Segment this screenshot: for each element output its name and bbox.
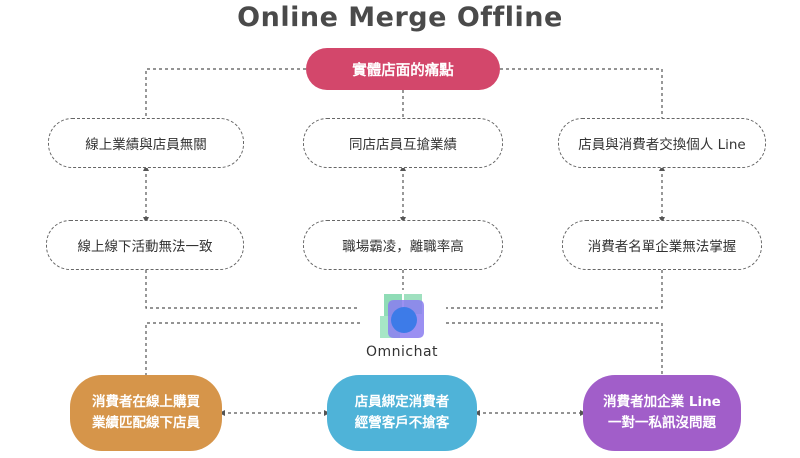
connector-merge-right	[446, 270, 663, 309]
connector-top-right	[500, 68, 663, 118]
omnichat-brand-label: Omnichat	[365, 344, 439, 360]
connector-out-left	[145, 322, 360, 378]
consequence-box: 職場霸凌，離職率高	[303, 220, 503, 270]
pain-point-box: 線上業績與店員無關	[48, 118, 244, 168]
solution-circle: 消費者加企業 Line 一對一私訊沒問題	[583, 375, 741, 451]
solution-line: 業績匹配線下店員	[92, 415, 200, 431]
solution-circle: 消費者在線上購買 業績匹配線下店員	[70, 375, 222, 451]
diagram-title: Online Merge Offline	[237, 2, 563, 33]
connector-top-left	[145, 68, 306, 118]
connector-out-right	[446, 322, 663, 378]
omnichat-logo-icon	[380, 294, 424, 338]
pain-point-box: 同店店員互搶業績	[303, 118, 503, 168]
consequence-box: 線上線下活動無法一致	[46, 220, 244, 270]
solution-line: 經營客戶不搶客	[354, 415, 450, 431]
top-node-pain-points: 實體店面的痛點	[306, 48, 500, 90]
solution-line: 消費者加企業 Line	[603, 394, 721, 411]
consequence-box: 消費者名單企業無法掌握	[562, 220, 762, 270]
connector-merge-left	[145, 270, 360, 309]
solution-line: 消費者在線上購買	[92, 394, 200, 411]
solution-line: 一對一私訊沒問題	[607, 415, 716, 431]
pain-point-box: 店員與消費者交換個人 Line	[558, 118, 766, 168]
solution-line: 店員綁定消費者	[354, 394, 450, 411]
solution-circle: 店員綁定消費者 經營客戶不搶客	[327, 375, 477, 451]
